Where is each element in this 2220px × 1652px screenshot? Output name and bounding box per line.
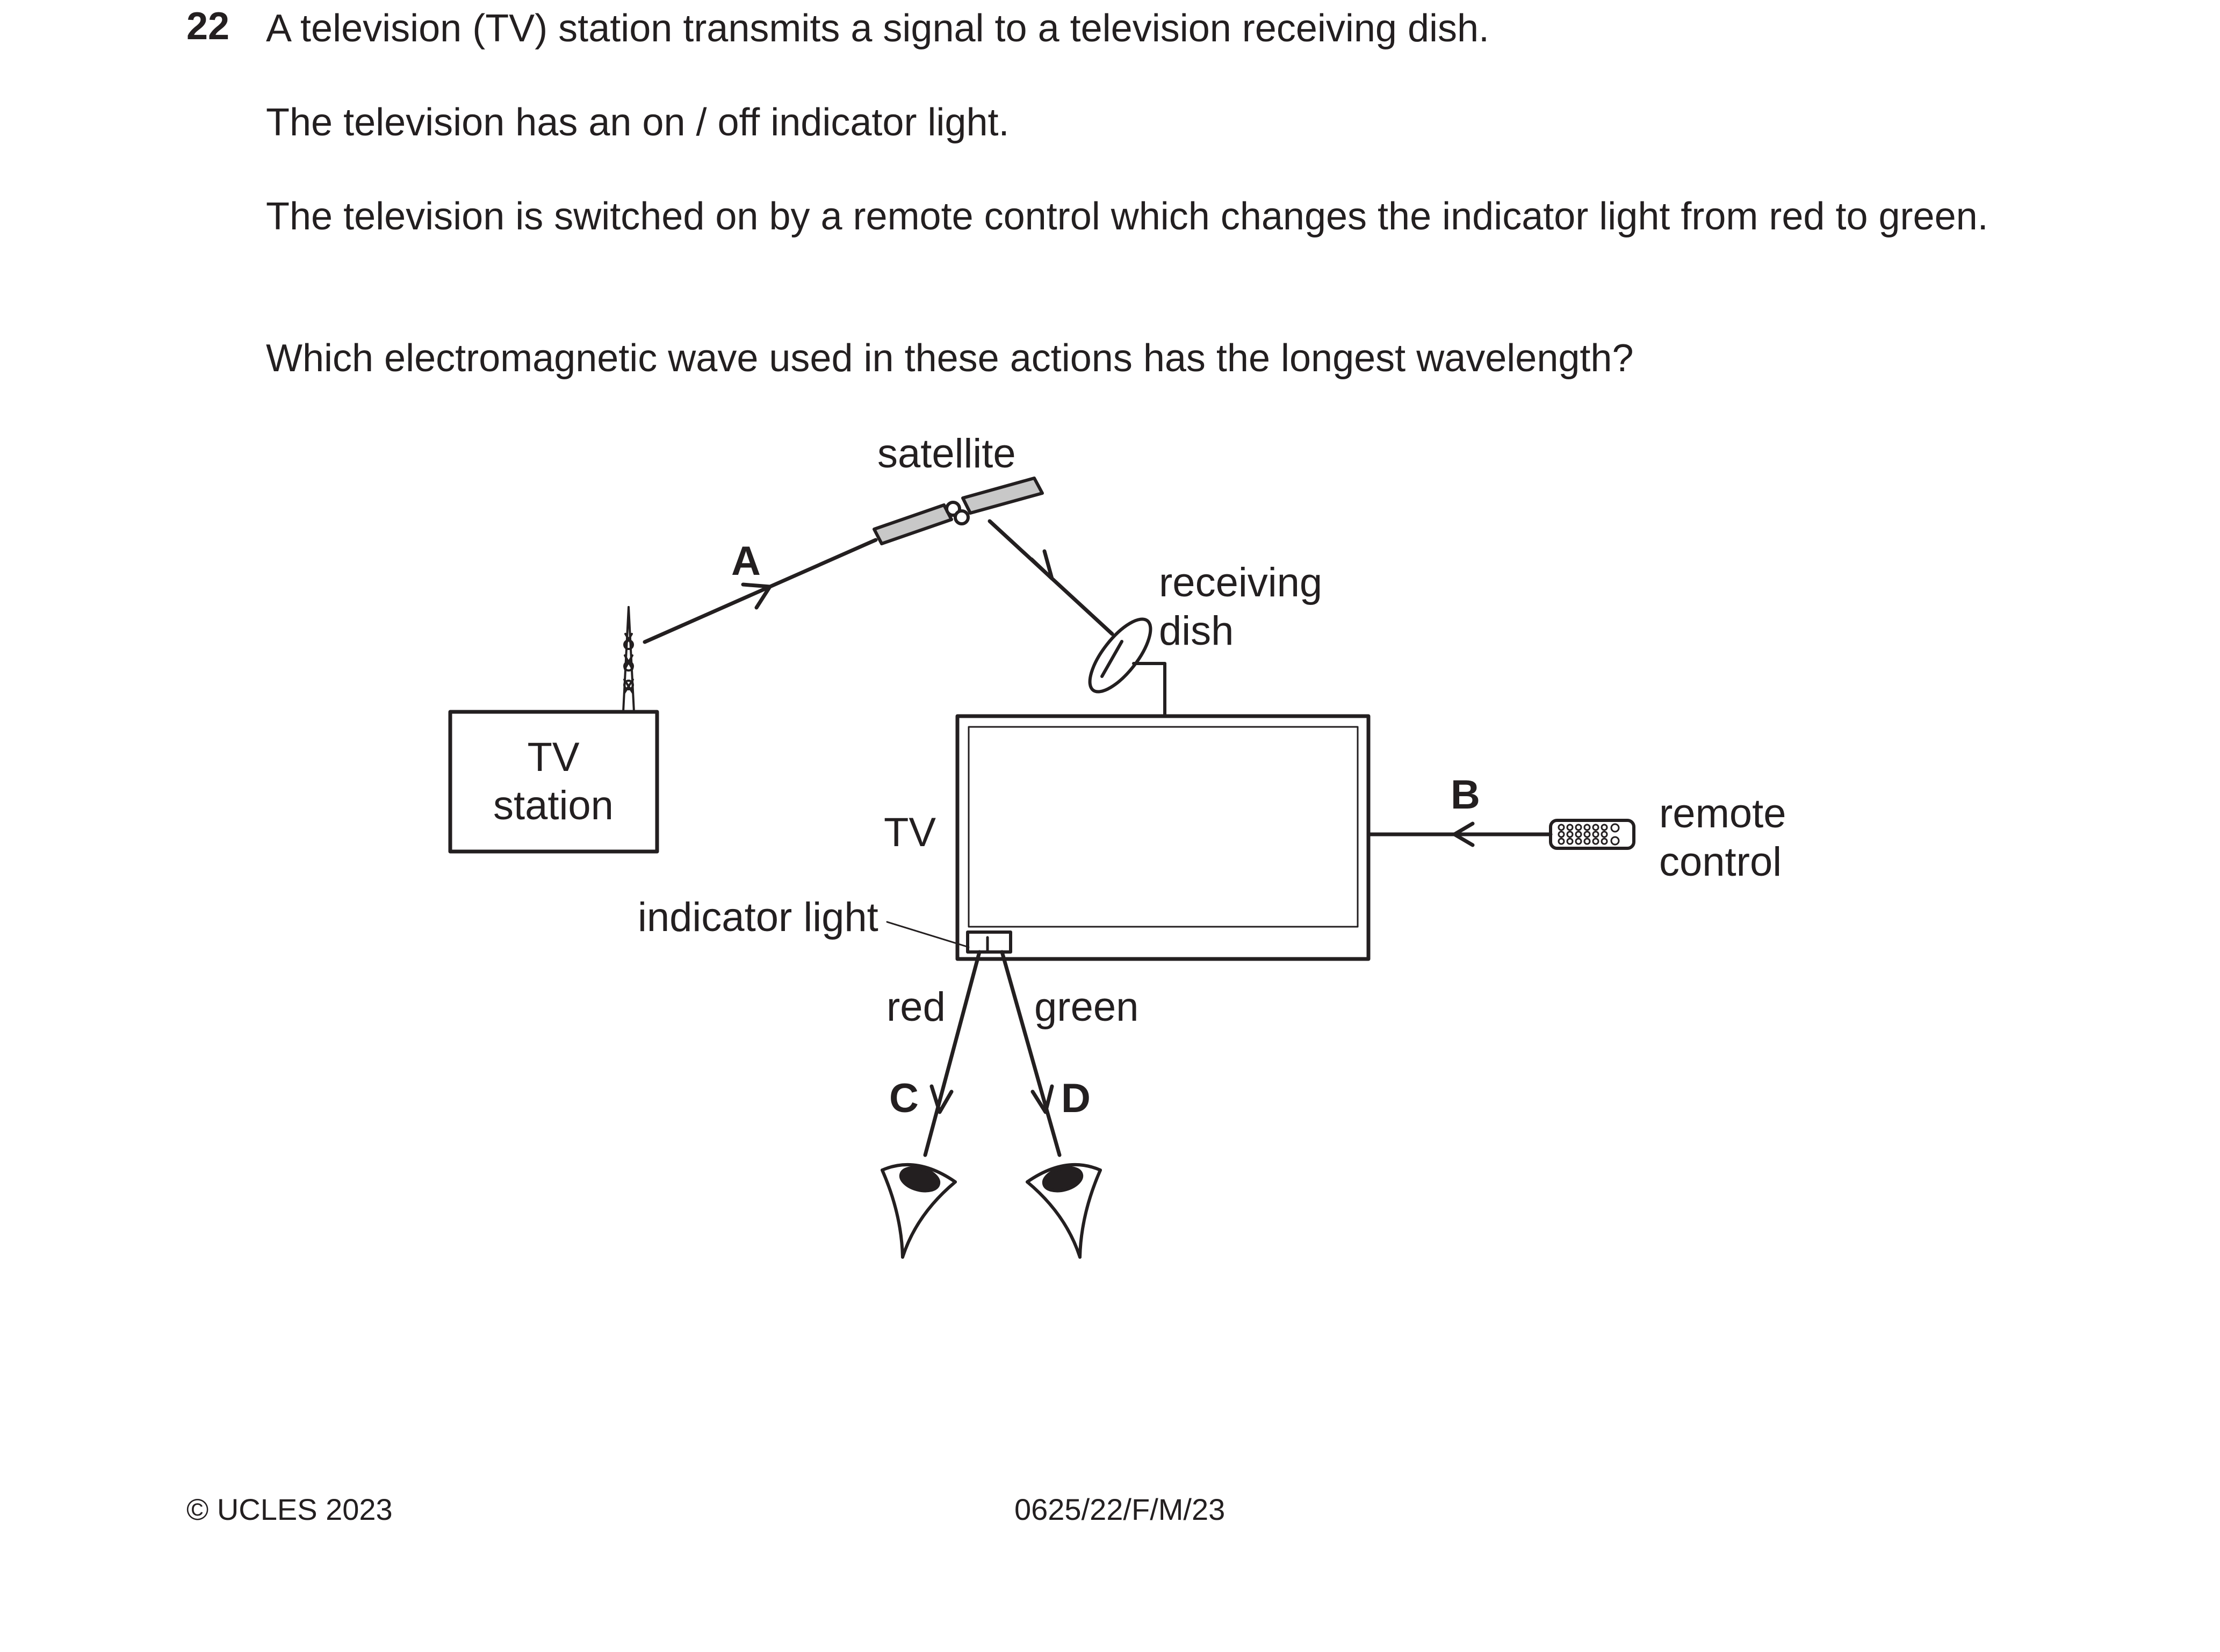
satellite-icon (873, 477, 1044, 545)
indicator-light-label: indicator light (638, 894, 878, 940)
television-screen (968, 726, 1359, 928)
remote-control-label-line1: remote (1659, 791, 1786, 836)
remote-control-icon (1549, 819, 1635, 850)
tv-station-box (448, 710, 659, 854)
receiving-dish-label-line1: receiving (1159, 560, 1322, 605)
red-label: red (886, 984, 946, 1030)
wave-c-arrowhead (929, 1084, 954, 1114)
wave-downlink-arrowhead (1029, 549, 1054, 581)
question-prompt: Which electromagnetic wave used in these… (266, 337, 1634, 380)
transmitter-mast-icon (622, 606, 635, 713)
paper-code-footer: 0625/22/F/M/23 (1014, 1492, 1226, 1526)
question-intro: A television (TV) station transmits a si… (266, 7, 1490, 50)
tv-station-label-line2: station (493, 783, 614, 828)
receiving-dish-icon (1088, 617, 1166, 718)
television-frame (955, 714, 1371, 961)
remote-statement: The television is switched on by a remot… (266, 195, 1988, 238)
green-label: green (1034, 984, 1138, 1030)
option-b-label: B (1451, 772, 1480, 818)
wave-d-arrowhead (1030, 1084, 1054, 1114)
receiving-dish-label-line2: dish (1159, 608, 1234, 654)
wave-a-arrowhead (741, 582, 772, 610)
indicator-light (966, 930, 1012, 954)
copyright-footer: © UCLES 2023 (186, 1492, 393, 1526)
eye-right-icon (1026, 1163, 1102, 1259)
eye-left-icon (881, 1163, 957, 1259)
tv-label: TV (884, 810, 936, 855)
satellite-label: satellite (877, 431, 1016, 477)
option-c-label: C (889, 1076, 919, 1121)
indicator-statement: The television has an on / off indicator… (266, 101, 1010, 144)
wave-d-line (1000, 950, 1062, 1157)
option-a-label: A (731, 538, 761, 584)
tv-station-label-line1: TV (527, 734, 579, 780)
question-number: 22 (186, 5, 230, 48)
wave-c-line (923, 950, 982, 1157)
option-d-label: D (1061, 1076, 1091, 1121)
remote-control-label-line2: control (1659, 839, 1782, 885)
indicator-leader-line (886, 921, 970, 948)
wave-b-arrowhead (1452, 821, 1475, 847)
wave-a-line (643, 538, 878, 644)
